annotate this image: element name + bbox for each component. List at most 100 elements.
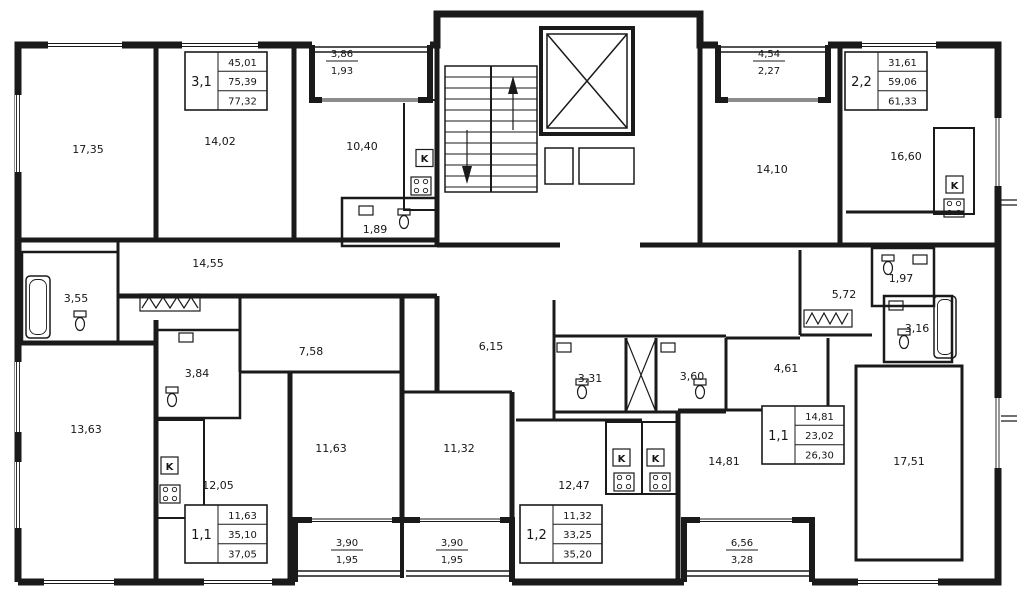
stove-icon xyxy=(410,176,432,196)
bathroom-walls xyxy=(340,196,438,248)
balcony-labels: 3,86 1,93 4,54 2,27 3,90 1,95 3,90 1,95 … xyxy=(326,49,785,566)
apartment-area-value: 23,02 xyxy=(805,431,834,442)
balcony-area-bottom: 1,95 xyxy=(336,555,358,566)
walls-outer xyxy=(14,10,1002,586)
room-labels: 17,35 14,02 10,40 1,89 14,55 3,55 13,63 … xyxy=(64,135,930,492)
apartment-type: 1,1 xyxy=(191,528,212,543)
balcony-area-top: 3,90 xyxy=(441,538,463,549)
toilet-icon xyxy=(693,378,707,400)
window xyxy=(862,41,936,49)
window xyxy=(48,41,122,49)
apartment-area-value: 14,81 xyxy=(805,412,834,423)
stair-arrow-down-icon xyxy=(462,166,472,184)
bathroom-walls xyxy=(882,294,954,364)
apartment-area-value: 11,32 xyxy=(563,511,592,522)
apartment-area-value: 26,30 xyxy=(805,451,834,462)
room-area-label: 5,72 xyxy=(832,288,857,301)
room-area-label: 17,35 xyxy=(72,143,104,156)
balcony-area-top: 3,90 xyxy=(336,538,358,549)
sink-icon xyxy=(178,332,194,343)
toilet-icon xyxy=(897,328,911,350)
elevator-cross xyxy=(546,33,628,129)
room-area-label: 12,05 xyxy=(202,479,234,492)
sink-icon xyxy=(358,205,374,216)
balcony-label: 4,54 2,27 xyxy=(753,49,785,77)
apartment-info-box: 1,1 11,63 35,10 37,05 xyxy=(184,504,268,564)
room-area-label: 14,81 xyxy=(708,455,740,468)
windows xyxy=(15,41,1002,586)
balcony-label: 3,86 1,93 xyxy=(326,49,358,77)
room-area-label: 16,60 xyxy=(890,150,922,163)
room-area-label: 7,58 xyxy=(299,345,324,358)
kitchen-symbol: K xyxy=(160,456,179,475)
room-area-label: 14,10 xyxy=(756,163,788,176)
balcony-rail xyxy=(296,46,826,577)
balcony-label: 3,90 1,95 xyxy=(331,538,363,566)
apartment-area-value: 31,61 xyxy=(888,58,917,69)
window xyxy=(994,398,1002,468)
room-area-label: 17,51 xyxy=(893,455,925,468)
balcony-label: 6,56 3,28 xyxy=(726,538,758,566)
balcony-railings xyxy=(296,46,826,577)
window xyxy=(15,362,22,432)
room-area-label: 3,16 xyxy=(905,322,930,335)
room-area-label: 10,40 xyxy=(346,140,378,153)
room-area-label: 14,02 xyxy=(204,135,236,148)
room-area-label: 1,97 xyxy=(889,272,914,285)
kitchen-walls xyxy=(641,421,679,495)
balcony-area-bottom: 1,95 xyxy=(441,555,463,566)
room-area-label: 11,32 xyxy=(443,442,475,455)
kitchen-label: K xyxy=(421,154,430,165)
room-area-label: 13,63 xyxy=(70,423,102,436)
stair-core xyxy=(444,26,635,193)
window xyxy=(44,578,114,586)
elevator-shaft xyxy=(539,26,635,136)
toilet-icon xyxy=(73,310,87,332)
apartment-type: 1,1 xyxy=(768,429,789,444)
window xyxy=(15,462,22,528)
kitchen-walls xyxy=(155,419,205,519)
toilet-icon xyxy=(575,378,589,400)
apartment-info-box: 1,1 14,81 23,02 26,30 xyxy=(761,405,845,465)
service-shaft xyxy=(544,147,574,185)
balcony-area-bottom: 3,28 xyxy=(731,555,753,566)
toilet-icon xyxy=(881,254,895,276)
wardrobe-icon xyxy=(803,309,853,328)
section-mark xyxy=(1001,199,1017,422)
service-shaft xyxy=(578,147,635,185)
apartment-area-value: 33,25 xyxy=(563,530,592,541)
kitchen-symbol: K xyxy=(612,448,631,467)
window xyxy=(182,41,258,49)
stove-icon xyxy=(649,472,671,492)
sink-icon xyxy=(888,300,904,311)
room-area-label: 1,89 xyxy=(363,223,388,236)
apartment-type: 3,1 xyxy=(191,75,212,90)
room-area-label: 4,61 xyxy=(774,362,799,375)
apartment-info-box: 2,2 31,61 59,06 61,33 xyxy=(844,51,928,111)
window xyxy=(700,517,792,523)
apartment-area-value: 35,10 xyxy=(228,530,257,541)
balcony-area-top: 4,54 xyxy=(758,49,780,60)
apartment-area-value: 45,01 xyxy=(228,58,257,69)
window xyxy=(994,118,1002,186)
elevator-cab xyxy=(546,33,628,129)
balcony-area-bottom: 2,27 xyxy=(758,66,780,77)
apartment-area-value: 37,05 xyxy=(228,550,257,561)
room-area-label: 3,60 xyxy=(680,370,705,383)
stove-icon xyxy=(159,484,181,504)
kitchen-label: K xyxy=(652,454,661,465)
sink-icon xyxy=(912,254,928,265)
apartment-area-value: 59,06 xyxy=(888,77,917,88)
window xyxy=(858,578,938,586)
room-area-label: 3,31 xyxy=(578,372,603,385)
kitchen-walls xyxy=(403,99,439,211)
balcony-area-top: 6,56 xyxy=(731,538,753,549)
bathroom-walls xyxy=(20,250,120,344)
duct-shaft-cross xyxy=(625,337,657,413)
kitchen-label: K xyxy=(618,454,627,465)
apartment-info-box: 3,1 45,01 75,39 77,32 xyxy=(184,51,268,111)
apartment-type: 2,2 xyxy=(851,75,872,90)
room-area-label: 3,84 xyxy=(185,367,210,380)
